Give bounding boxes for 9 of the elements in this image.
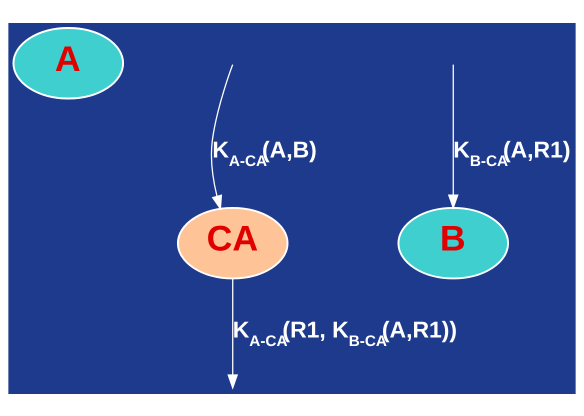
edge-label: K$_{A-CA}$(A,B) [212, 136, 317, 170]
edge-label: K$_{A-CA}$(R1, K$_{B-CA}$(A,R1)) [232, 316, 458, 350]
arrow [227, 278, 238, 390]
node-ellipse: A [12, 26, 124, 99]
arrow [210, 64, 234, 210]
edge-label: K$_{B-CA}$(A,R1) [453, 136, 571, 170]
node-ellipse: CA [176, 206, 288, 279]
arrow [448, 64, 459, 210]
node-ellipse: B [398, 206, 510, 279]
